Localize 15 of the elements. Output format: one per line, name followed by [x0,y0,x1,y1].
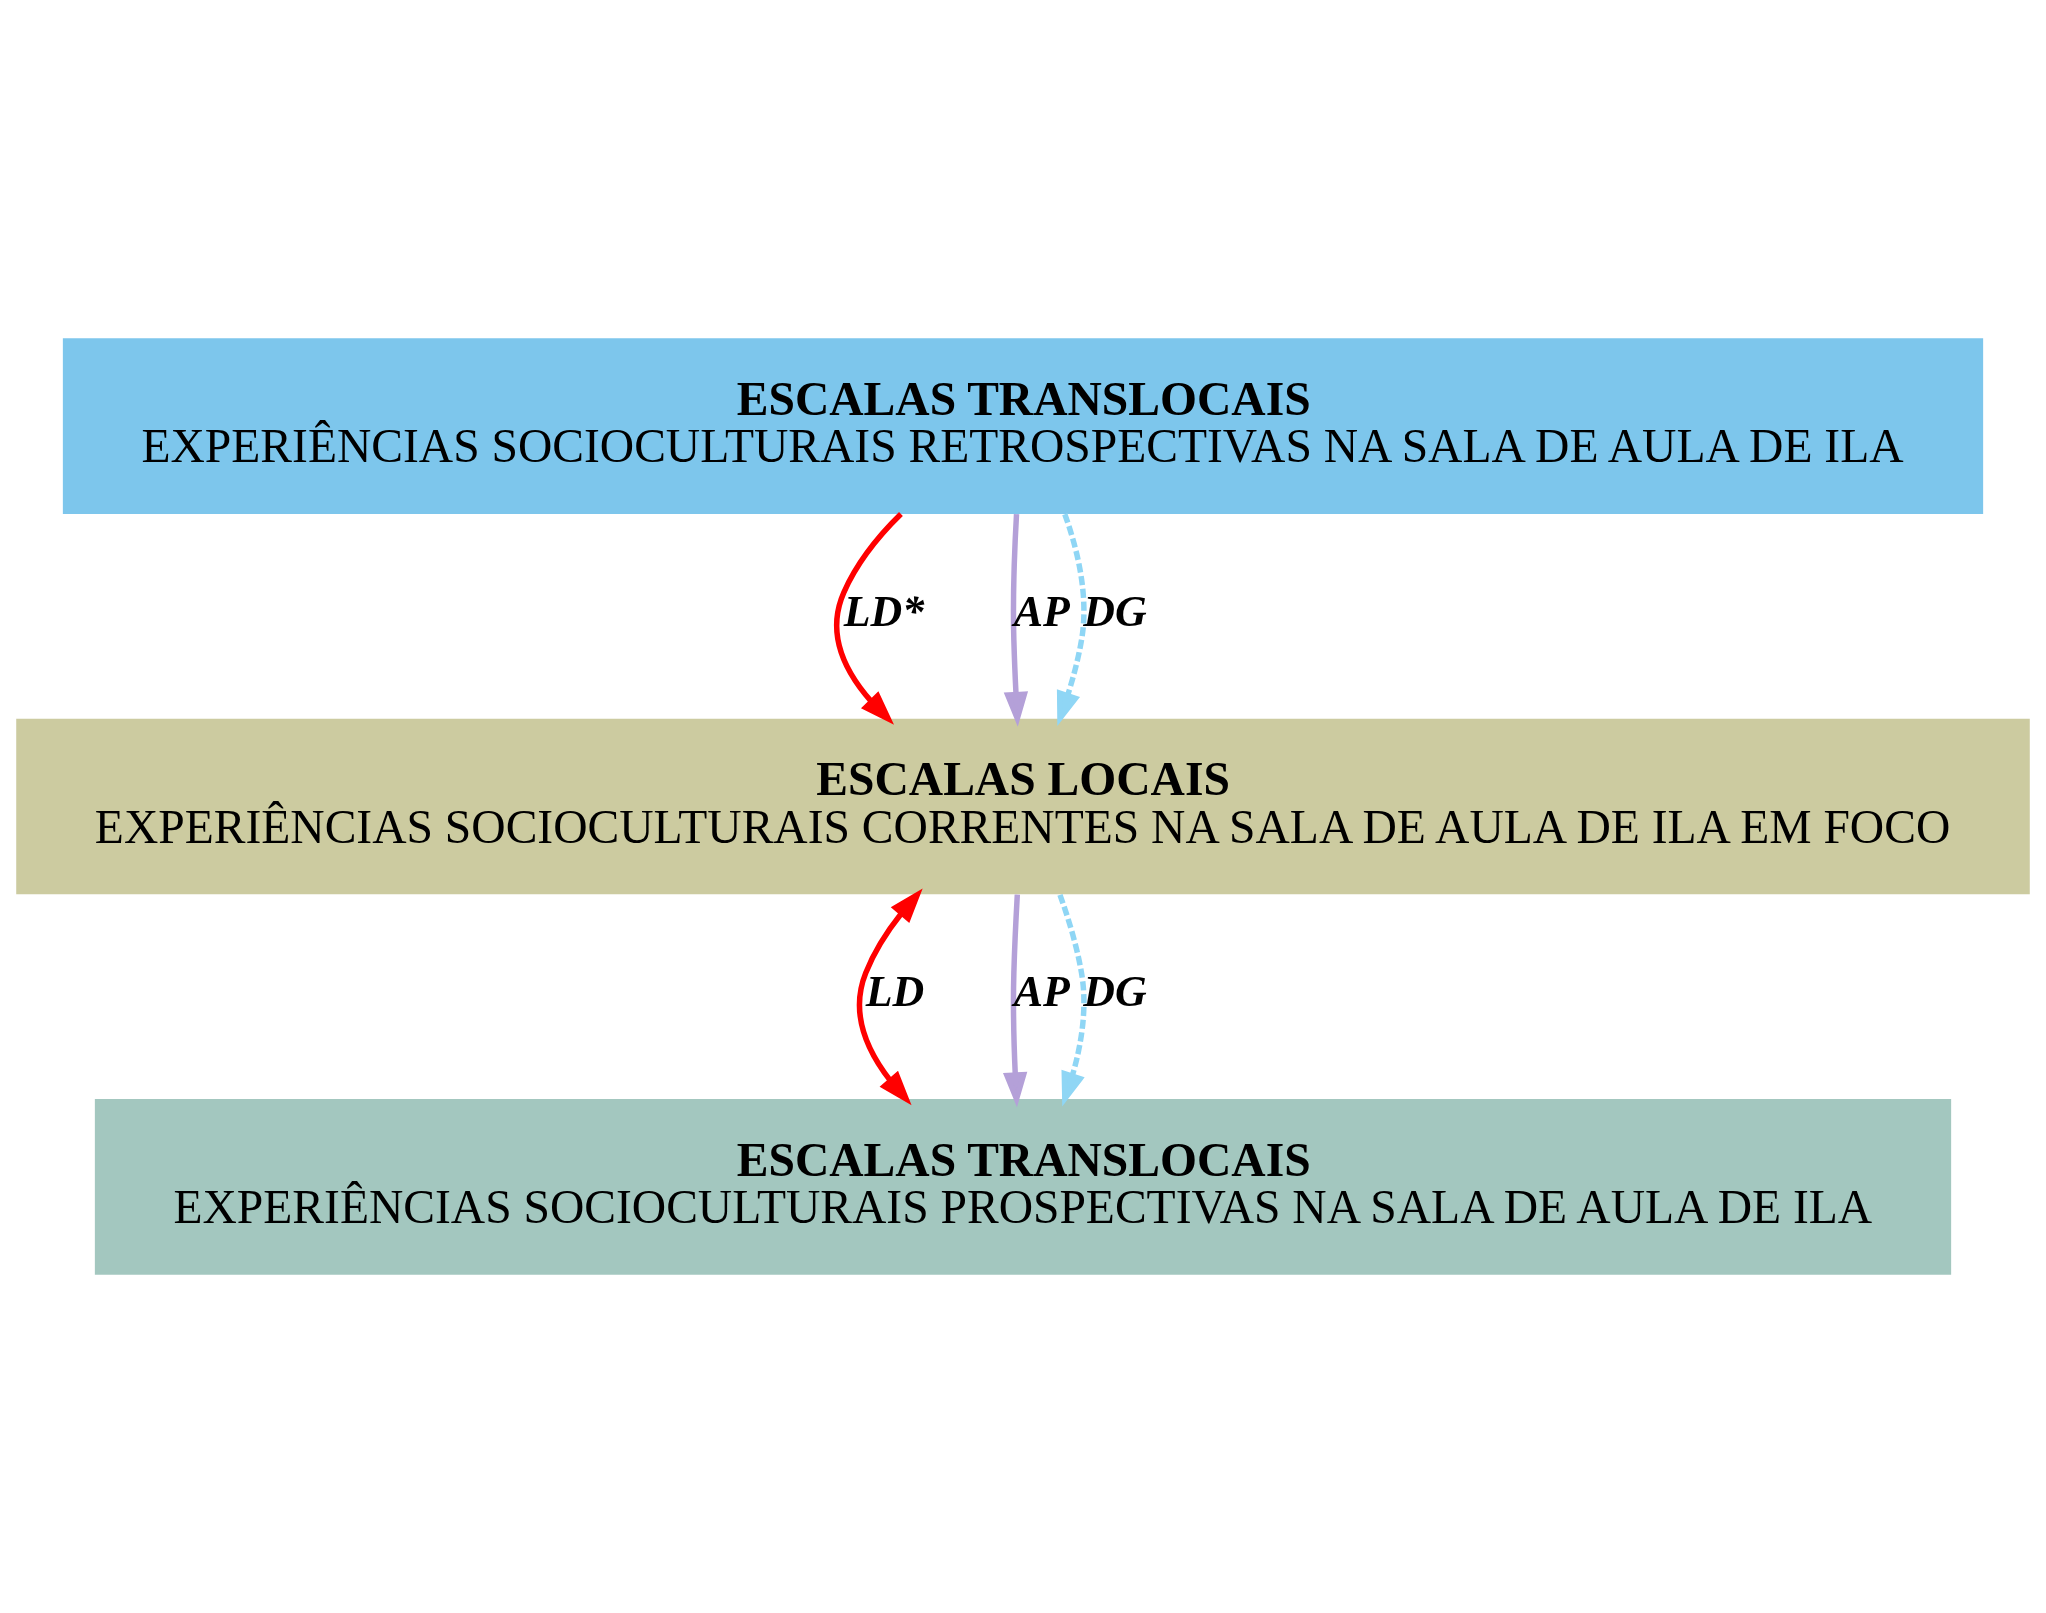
edge-label: LD [865,967,925,1016]
arrow [1056,513,1087,727]
edge-label: DG [1083,967,1147,1016]
arrow [834,512,903,725]
edge-label: AP [1013,967,1070,1016]
arrow [1057,893,1087,1107]
edge-label: DG [1083,586,1147,635]
node-box: ESCALAS LOCAIS EXPERIÊNCIAS SOCIOCULTURAIS CORRENTES NA SALA DE AULA DE ILA EM FOCO [16,718,2030,895]
node-box: ESCALAS TRANSLOCAIS EXPERIÊNCIAS SOCIOCULTURAIS RETROSPECTIVAS NA SALA DE AULA DE ILA [62,338,1984,514]
edge-label: LD* [843,586,925,635]
arrow [1003,513,1029,727]
edge-label: AP [1013,586,1070,635]
arrow [856,888,923,1106]
arrow [1002,894,1028,1108]
node-box: ESCALAS TRANSLOCAIS EXPERIÊNCIAS SOCIOCULTURAIS PROSPECTIVAS NA SALA DE AULA DE ILA [94,1099,1952,1275]
